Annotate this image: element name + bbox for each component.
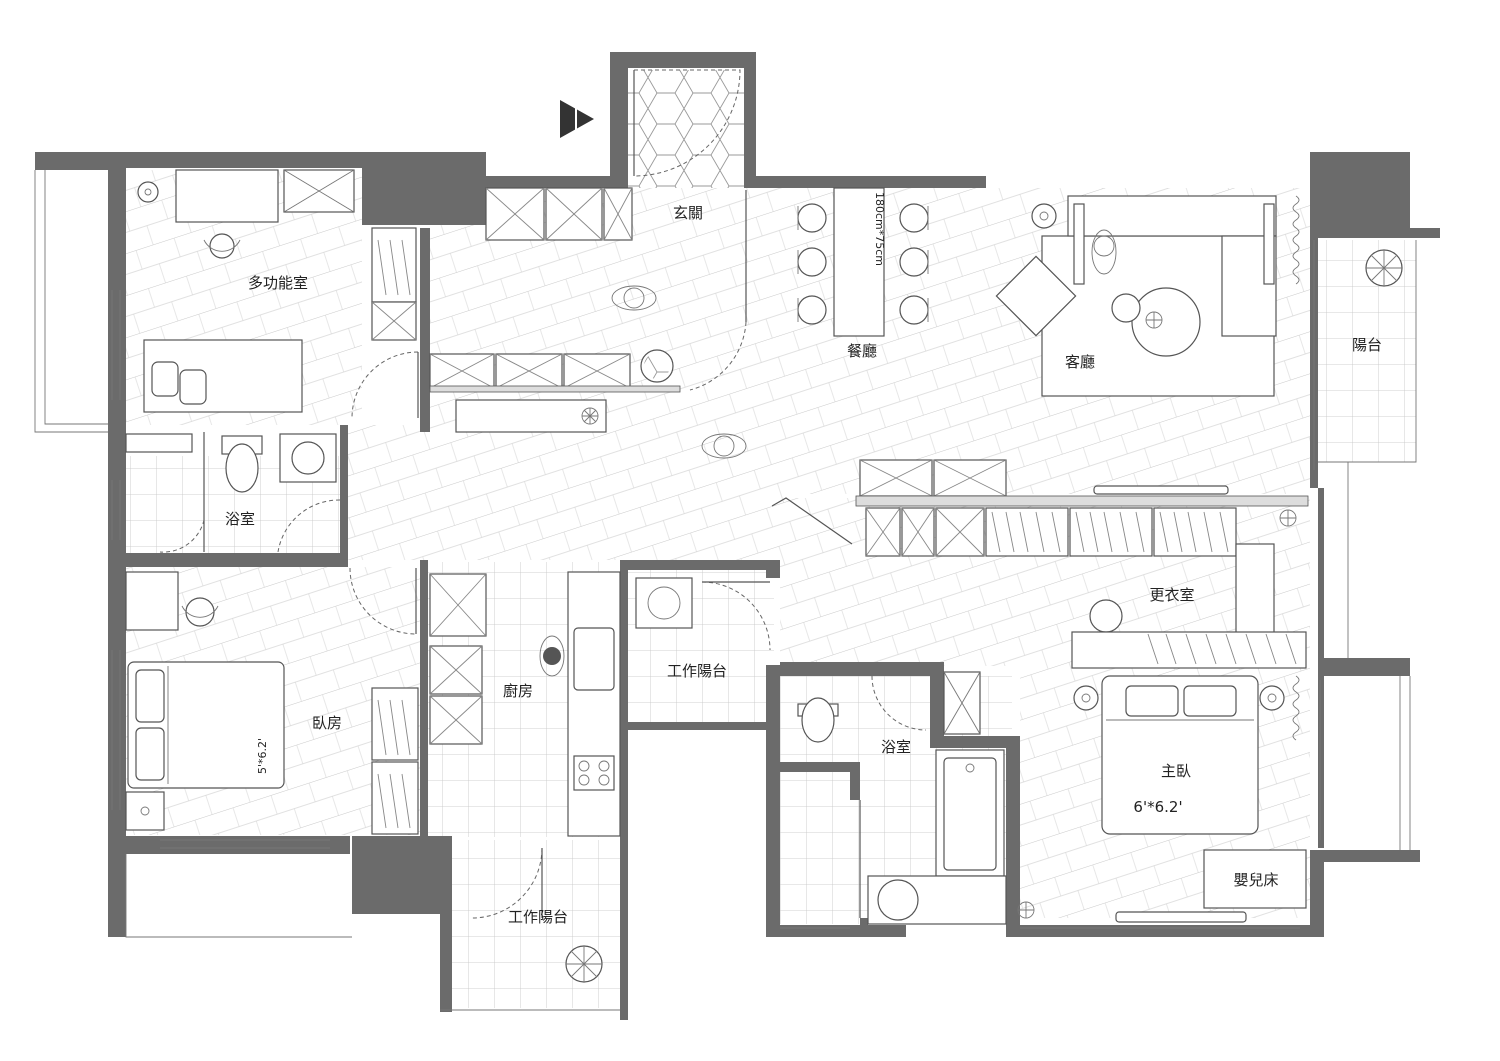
room-label-dining: 餐廳 <box>847 342 877 360</box>
plant-icon <box>581 407 599 425</box>
master-bedroom: 主臥 6'*6.2' 嬰兒床 <box>1017 675 1307 923</box>
room-label-crib: 嬰兒床 <box>1233 871 1278 889</box>
living-room: 客廳 <box>995 195 1300 397</box>
person-icon <box>701 433 747 459</box>
room-label-living: 客廳 <box>1065 353 1095 371</box>
bedroom: 臥房 5'*6.2' <box>125 567 419 835</box>
room-label-service-balcony-bottom: 工作陽台 <box>508 908 568 926</box>
left-bathroom: 浴室 <box>125 432 341 553</box>
room-label-multipurpose: 多功能室 <box>248 274 308 292</box>
walls <box>35 52 1440 1020</box>
person-icon <box>611 285 657 311</box>
balcony: 陽台 <box>1352 249 1403 354</box>
service-balcony-mid: 工作陽台 <box>635 577 771 680</box>
room-label-bath-right: 浴室 <box>881 738 911 756</box>
person-icon <box>539 635 565 677</box>
room-label-closet: 更衣室 <box>1149 586 1194 604</box>
dining-table-size: 180cm*75cm <box>873 192 886 266</box>
person-icon <box>1091 229 1117 275</box>
plant-icon <box>1017 901 1035 919</box>
plant-icon <box>1279 509 1297 527</box>
right-bathroom: 浴室 <box>797 671 1007 925</box>
entrance <box>485 69 747 391</box>
room-label-balcony: 陽台 <box>1352 336 1382 354</box>
master-bed-size: 6'*6.2' <box>1133 798 1182 816</box>
room-label-bedroom: 臥房 <box>312 714 342 732</box>
room-label-bath-left: 浴室 <box>225 510 255 528</box>
walk-in-closet: 更衣室 <box>771 459 1309 669</box>
room-label-service-balcony-mid: 工作陽台 <box>667 662 727 680</box>
room-label-kitchen: 廚房 <box>503 682 533 700</box>
plant-icon <box>1365 249 1403 287</box>
room-label-entrance: 玄關 <box>673 204 703 222</box>
bedroom-bed-size: 5'*6.2' <box>256 738 269 774</box>
windows <box>111 240 1321 929</box>
plant-icon <box>1145 311 1163 329</box>
multipurpose-room: 多功能室 <box>137 169 419 419</box>
kitchen: 廚房 <box>429 571 621 837</box>
service-balcony-bottom: 工作陽台 <box>471 847 603 983</box>
plant-icon <box>565 945 603 983</box>
room-label-master: 主臥 <box>1161 762 1191 780</box>
dining-area: 180cm*75cm 餐廳 玄關 <box>429 187 929 459</box>
dining-chairs <box>797 203 929 325</box>
balcony-outlines <box>34 170 1417 1011</box>
